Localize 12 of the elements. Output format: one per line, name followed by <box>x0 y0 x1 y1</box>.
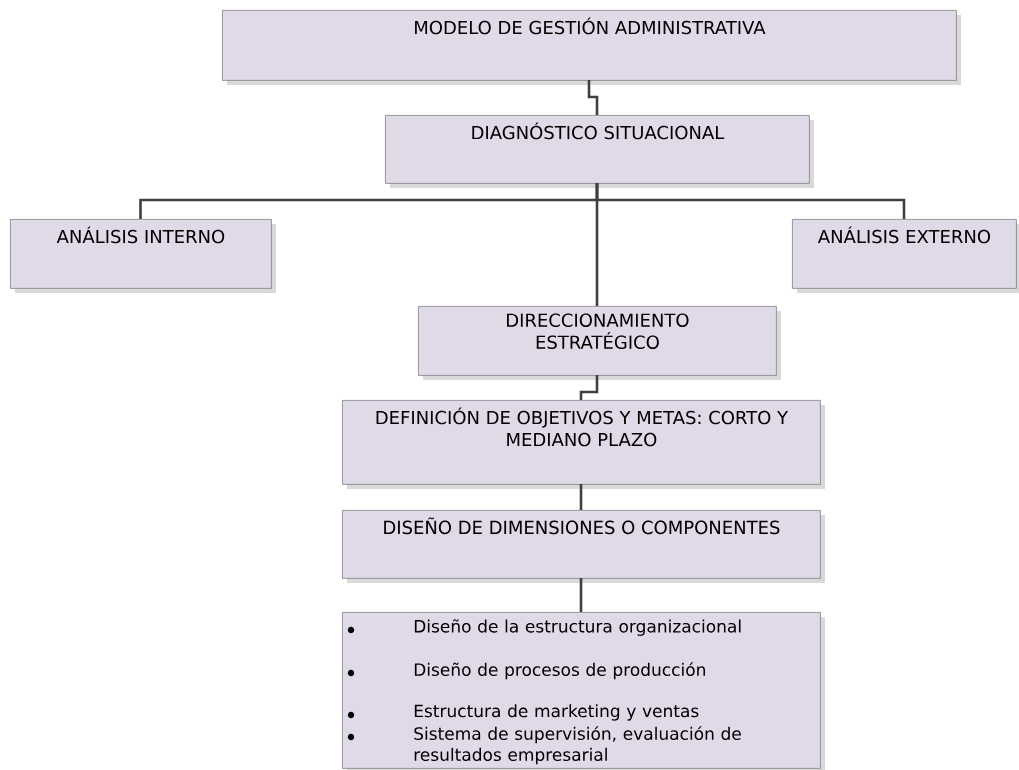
process-box: DIRECCIONAMIENTO ESTRATÉGICO <box>418 306 781 380</box>
process-box: DIAGNÓSTICO SITUACIONAL <box>385 115 814 188</box>
connector-line <box>595 183 599 306</box>
connector-line <box>579 375 599 400</box>
connector-line <box>579 484 583 510</box>
process-box: DISEÑO DE DIMENSIONES O COMPONENTES <box>342 510 825 583</box>
process-box: ANÁLISIS EXTERNO <box>792 219 1019 293</box>
process-box: ANÁLISIS INTERNO <box>10 219 276 293</box>
process-box: MODELO DE GESTIÓN ADMINISTRATIVA <box>222 10 961 85</box>
connector-line <box>587 80 599 115</box>
connector-line <box>579 578 583 612</box>
process-box: DEFINICIÓN DE OBJETIVOS Y METAS: CORTO Y MEDIANO PLAZO <box>342 400 825 489</box>
